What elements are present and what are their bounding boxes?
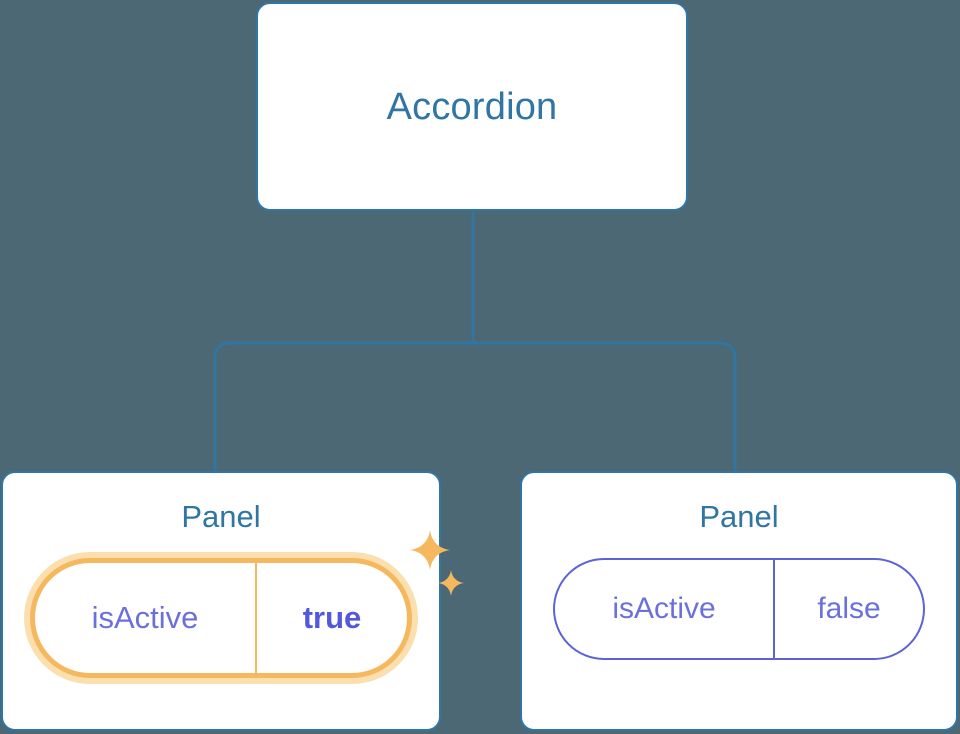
prop-pill-wrapper-active: isActive true <box>30 530 464 678</box>
prop-pill-wrapper-inactive: isActive false <box>553 558 925 660</box>
sparkle-large-icon <box>410 530 450 570</box>
prop-key: isActive <box>91 600 199 635</box>
node-panel-inactive[interactable]: Panel isActive false <box>520 471 958 731</box>
prop-value: false <box>773 560 923 658</box>
connector-branch-bar <box>213 341 737 471</box>
node-accordion-label: Accordion <box>386 85 558 128</box>
prop-pill-isactive-false[interactable]: isActive false <box>553 558 925 660</box>
prop-value: true <box>255 563 407 673</box>
sparkle-small-icon <box>438 570 464 596</box>
node-panel-active[interactable]: Panel isActive true <box>1 471 464 731</box>
prop-key: isActive <box>612 592 716 625</box>
node-accordion[interactable]: Accordion <box>256 2 688 211</box>
node-panel-active-label: Panel <box>181 499 261 534</box>
node-panel-inactive-label: Panel <box>699 499 779 534</box>
prop-pill-isactive-true[interactable]: isActive true <box>30 558 412 678</box>
